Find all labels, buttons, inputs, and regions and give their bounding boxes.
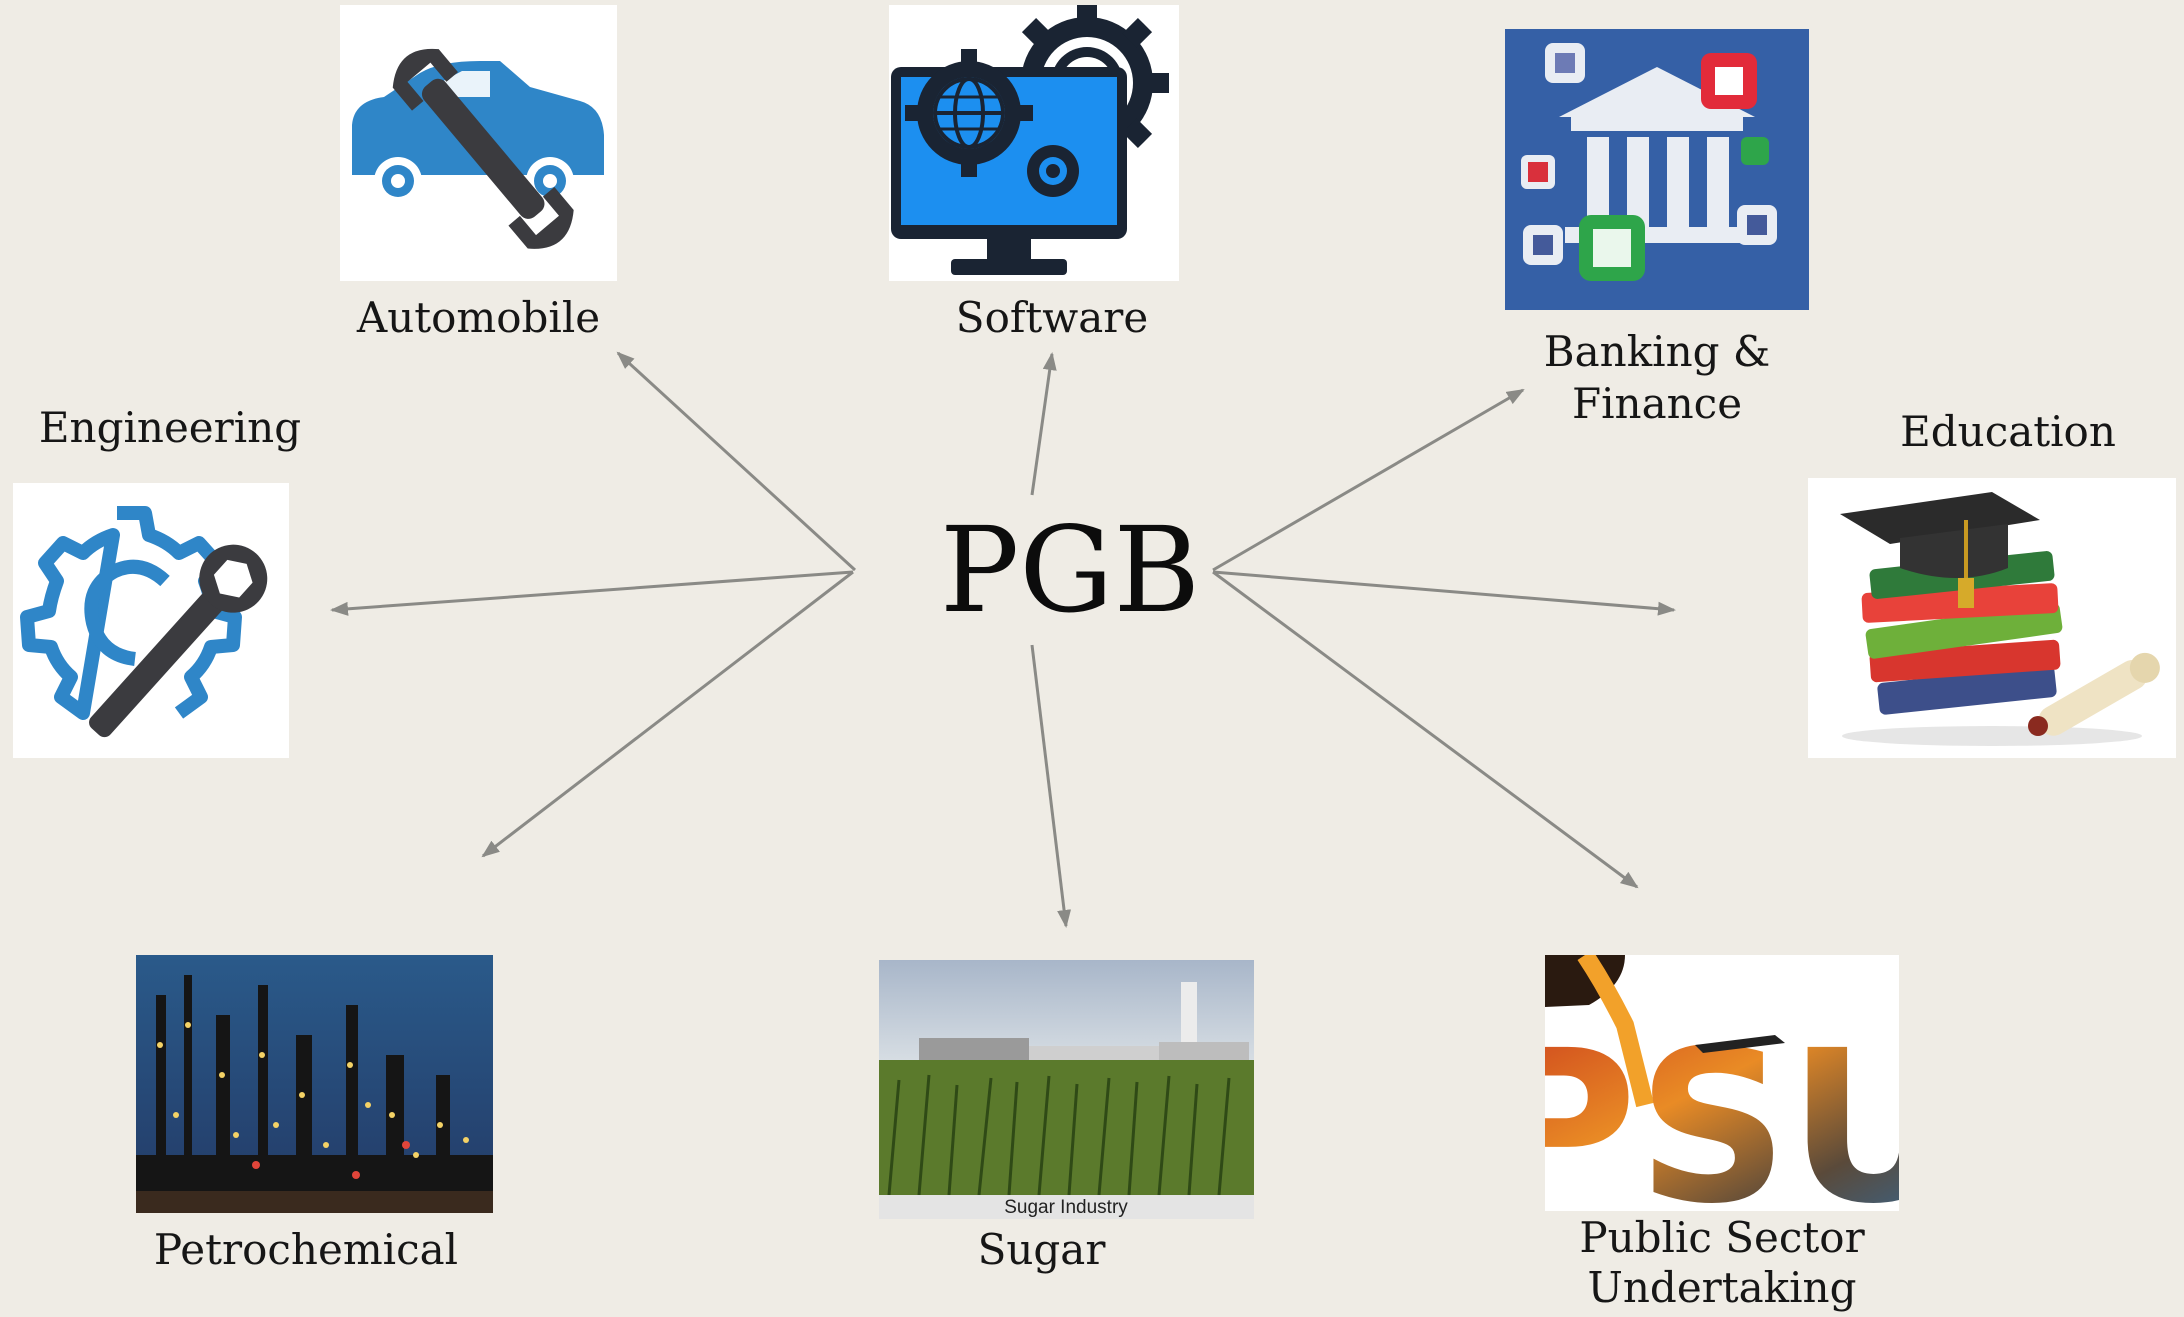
label-psu-line2: Undertaking bbox=[1587, 1263, 1857, 1312]
monitor-gears-icon bbox=[891, 5, 1169, 275]
label-automobile: Automobile bbox=[356, 293, 601, 342]
graduation-books-icon bbox=[1840, 492, 2160, 746]
arrow-engineering bbox=[330, 570, 854, 616]
engineering-image bbox=[13, 483, 289, 758]
education-image bbox=[1808, 478, 2176, 758]
label-banking-line2: Finance bbox=[1571, 379, 1743, 428]
refinery-photo bbox=[136, 955, 493, 1213]
arrow-banking bbox=[1212, 388, 1525, 572]
label-petrochemical: Petrochemical bbox=[153, 1225, 459, 1274]
psu-image: PSU bbox=[1545, 955, 1899, 1211]
arrow-education bbox=[1212, 570, 1676, 616]
center-node-label: PGB bbox=[939, 501, 1201, 639]
psu-collage-icon: PSU bbox=[1545, 955, 1899, 1211]
banking-image bbox=[1505, 29, 1809, 310]
car-wrench-icon bbox=[352, 48, 604, 249]
label-banking-line1: Banking & bbox=[1543, 327, 1771, 376]
label-psu-line1: Public Sector bbox=[1579, 1213, 1865, 1262]
software-image bbox=[889, 5, 1179, 281]
arrow-software bbox=[1030, 352, 1057, 496]
psu-image-text: PSU bbox=[1545, 1005, 1899, 1211]
label-sugar: Sugar bbox=[977, 1225, 1106, 1274]
label-software: Software bbox=[955, 293, 1149, 342]
sugar-image-caption: Sugar Industry bbox=[1004, 1197, 1128, 1218]
bank-icon bbox=[1505, 29, 1809, 310]
arrow-petrochemical bbox=[481, 570, 854, 858]
gear-wrench-icon bbox=[20, 506, 268, 738]
automobile-image bbox=[340, 5, 617, 281]
arrow-sugar bbox=[1030, 644, 1072, 928]
sugar-image: Sugar Industry bbox=[879, 960, 1254, 1219]
petrochemical-image bbox=[136, 955, 493, 1213]
arrow-psu bbox=[1212, 570, 1639, 889]
label-education: Education bbox=[1900, 407, 2116, 456]
arrow-automobile bbox=[616, 351, 857, 572]
label-engineering: Engineering bbox=[38, 403, 302, 452]
sugar-factory-photo: Sugar Industry bbox=[879, 960, 1254, 1219]
